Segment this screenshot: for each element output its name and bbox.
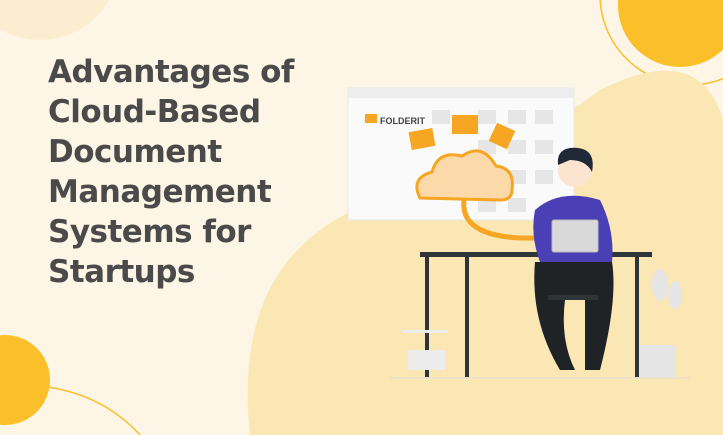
desk-leg xyxy=(425,257,429,377)
top-left-blob xyxy=(0,0,110,40)
person-hair xyxy=(557,147,593,172)
bottom-left-ring xyxy=(0,383,141,435)
brand-logo-text: FOLDERIT xyxy=(380,116,425,126)
title-line: Cloud-Based xyxy=(48,94,261,130)
title-line: Document xyxy=(48,134,222,170)
cable xyxy=(461,199,555,241)
desk-leg xyxy=(465,257,469,377)
shelf xyxy=(402,330,448,370)
cloud-icon xyxy=(415,149,514,202)
flying-folders xyxy=(408,115,516,150)
desk-top xyxy=(420,252,652,257)
plant xyxy=(640,269,682,377)
bottom-left-circle xyxy=(0,335,50,425)
desk-leg xyxy=(635,257,639,377)
title-line: Advantages of xyxy=(48,54,294,90)
laptop xyxy=(551,219,599,253)
person-legs xyxy=(534,262,614,370)
title-line: Management xyxy=(48,174,272,210)
top-right-circle xyxy=(618,0,723,67)
logo-folder-icon xyxy=(365,114,377,123)
page-title: Advantages of Cloud-Based Document Manag… xyxy=(48,52,348,292)
browser-bar xyxy=(348,88,574,98)
title-line: Systems for xyxy=(48,214,251,250)
stool xyxy=(548,295,598,300)
title-line: Startups xyxy=(48,254,195,290)
